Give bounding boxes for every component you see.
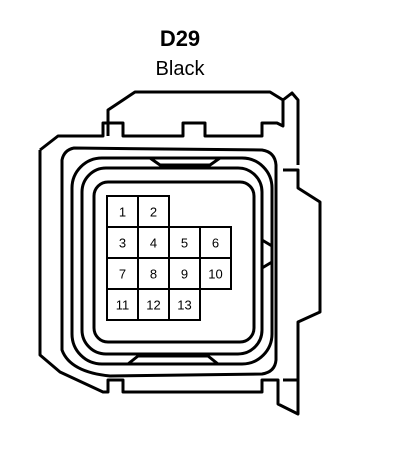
pin-cell-box [106, 288, 139, 321]
pin-label: 3 [119, 236, 126, 251]
pin-label: 6 [212, 236, 219, 251]
seal-ring-middle [80, 166, 264, 356]
seal-ring-inner [92, 180, 256, 344]
seal-notch-bottom [127, 354, 219, 366]
seal-notch-right [261, 238, 274, 270]
connector-code: D29 [159, 26, 201, 51]
pin-label: 11 [116, 298, 130, 313]
pin-cell: 11 [106, 288, 139, 321]
pin-cell: 9 [168, 257, 201, 290]
pin-label: 7 [119, 267, 126, 282]
pin-cell: 1 [106, 195, 139, 228]
pin-cell-box [137, 226, 170, 259]
pin-label: 9 [181, 267, 188, 282]
pin-cell-box [199, 226, 232, 259]
connector-housing-outline [38, 90, 300, 416]
seal-notch-top [149, 156, 221, 167]
pin-cell-box [168, 288, 201, 321]
pin-cell: 3 [106, 226, 139, 259]
pin-cell: 10 [199, 257, 232, 290]
pin-cell: 13 [168, 288, 201, 321]
pin-cell: 5 [168, 226, 201, 259]
pin-cell-box [199, 257, 232, 290]
pin-cell: 4 [137, 226, 170, 259]
pin-cell-box [106, 195, 139, 228]
pin-label: 12 [146, 298, 160, 313]
housing-frame [60, 146, 278, 378]
pin-label: 10 [208, 267, 222, 282]
connector-color-label: Black [155, 58, 205, 80]
pin-cell: 6 [199, 226, 232, 259]
pin-cell: 2 [137, 195, 170, 228]
pin-label: 2 [150, 205, 157, 220]
pin-cell: 8 [137, 257, 170, 290]
pin-cell: 12 [137, 288, 170, 321]
pin-label: 13 [177, 298, 191, 313]
pin-label: 4 [150, 236, 157, 251]
pin-cell: 7 [106, 257, 139, 290]
side-latch [283, 168, 322, 382]
pin-label: 5 [181, 236, 188, 251]
pin-label: 8 [150, 267, 157, 282]
pin-label: 1 [119, 205, 126, 220]
